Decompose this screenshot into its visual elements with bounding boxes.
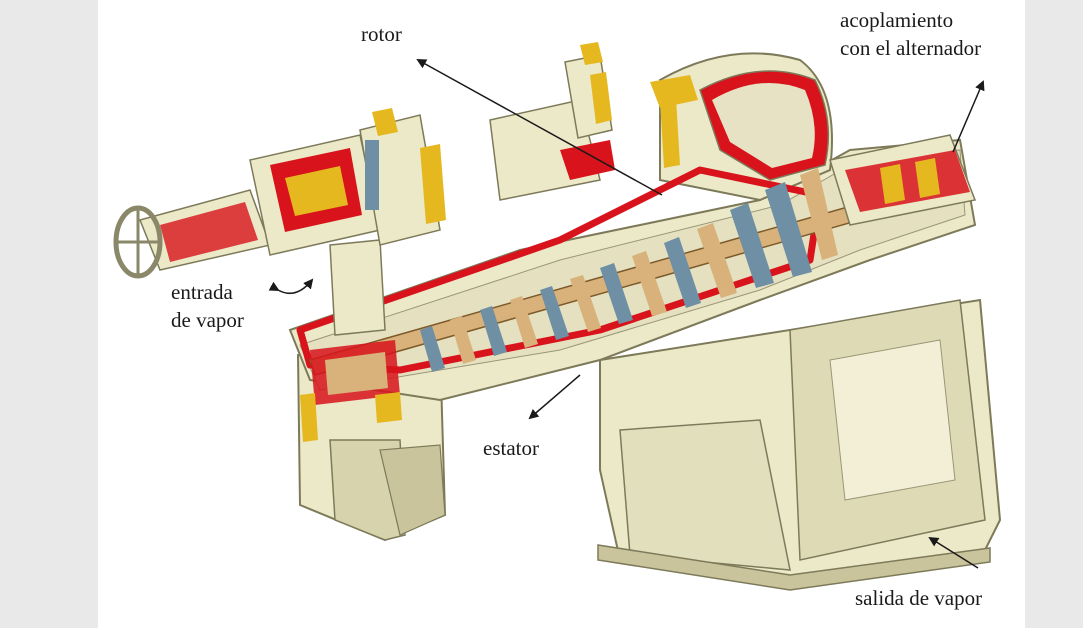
coupling-end <box>829 134 977 226</box>
steam-inlet-pointer <box>268 278 314 295</box>
upper-casing-hood <box>489 52 833 202</box>
rotor-pointer <box>416 59 663 196</box>
steam-inlet-label-line2: de vapor <box>171 308 244 332</box>
coupling-label-line2: con el alternador <box>840 36 982 60</box>
steam-inlet-label: entrada de vapor <box>171 278 244 334</box>
governor-fittings <box>359 42 698 246</box>
annotation-arrows <box>268 59 985 569</box>
rotor-label: rotor <box>361 22 402 46</box>
handwheel <box>113 205 163 279</box>
coupling-label-line1: acoplamiento <box>840 8 954 32</box>
coupling-label: acoplamiento con el alternador <box>840 6 981 62</box>
steam-outlet-label: salida de vapor <box>855 586 983 610</box>
coupling-pointer <box>952 80 985 153</box>
steam-inlet-valve <box>138 134 386 336</box>
blade-stages <box>420 168 838 372</box>
stator-pointer <box>528 374 581 420</box>
steam-inlet-label-line1: entrada <box>171 280 233 304</box>
steam-outlet-pointer <box>928 536 979 569</box>
stator-label: estator <box>483 436 539 460</box>
exhaust-casing <box>597 298 1002 591</box>
front-bearing-details <box>300 340 402 442</box>
